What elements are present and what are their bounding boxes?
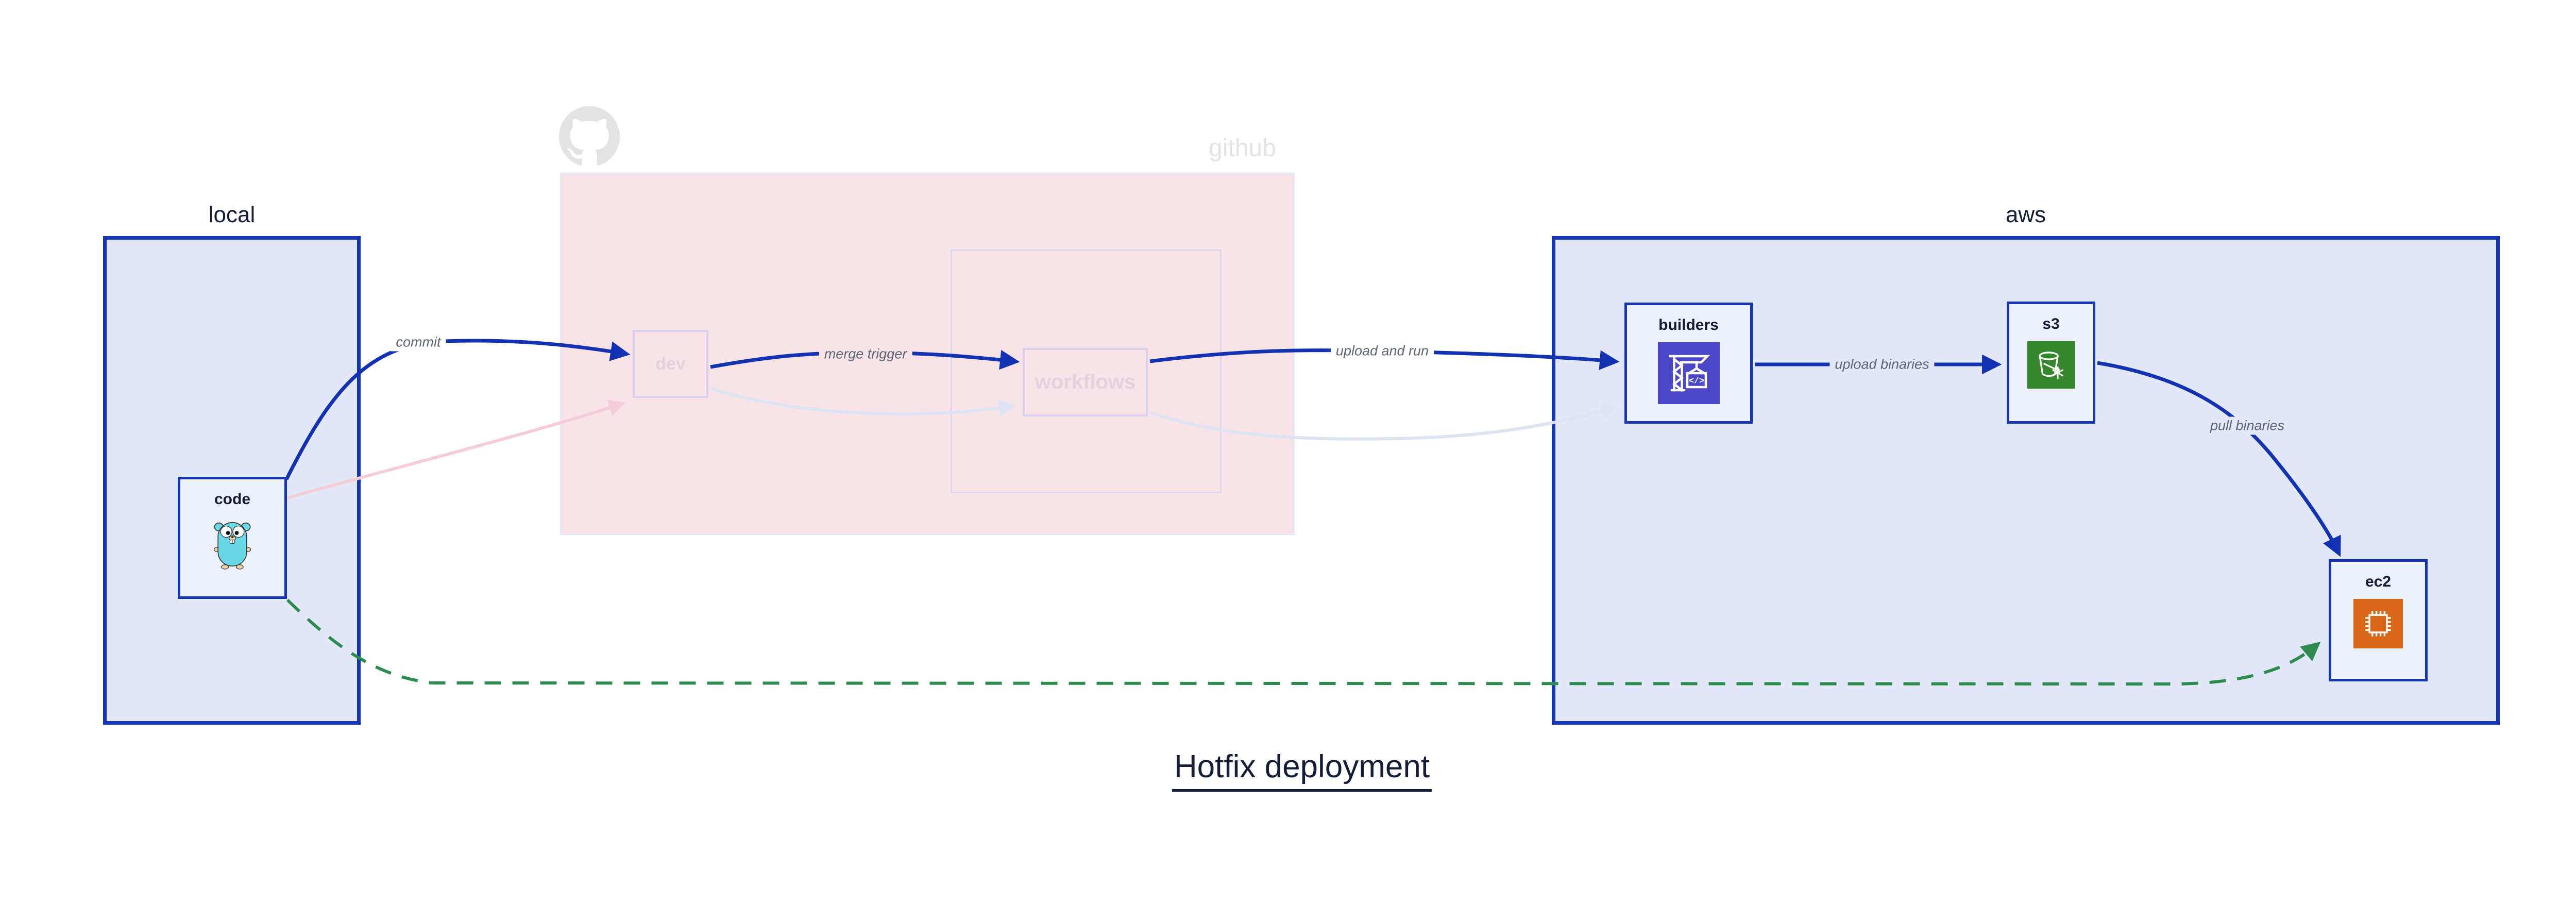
node-dev: dev	[633, 330, 708, 398]
node-code: code	[178, 477, 287, 599]
codebuild-crane-icon: </>	[1657, 342, 1720, 404]
local-group-label: local	[208, 202, 256, 227]
ec2-node-label: ec2	[2365, 573, 2392, 590]
builders-node-label: builders	[1658, 316, 1719, 333]
go-gopher-icon	[213, 516, 252, 572]
commit-edge-label: commit	[391, 333, 446, 352]
aws-group-label: aws	[2005, 202, 2046, 227]
node-workflows: workflows	[1023, 348, 1148, 416]
ec2-chip-icon	[2353, 599, 2403, 648]
svg-text:</>: </>	[1689, 376, 1704, 386]
upload-binaries-edge-label: upload binaries	[1829, 355, 1935, 374]
octocat-icon	[559, 106, 620, 170]
dev-node-label: dev	[655, 354, 686, 374]
github-group-label: github	[1209, 135, 1276, 162]
merge-trigger-edge-label: merge trigger	[819, 345, 912, 363]
node-ec2: ec2	[2329, 559, 2428, 681]
s3-node-label: s3	[2042, 315, 2060, 332]
code-node-label: code	[214, 491, 251, 508]
master-branch-box	[951, 249, 1222, 493]
diagram-title: Hotfix deployment	[1172, 748, 1432, 792]
s3-bucket-snowflake-icon	[2027, 341, 2075, 389]
node-builders: builders </>	[1624, 303, 1753, 424]
workflows-node-label: workflows	[1035, 371, 1136, 393]
pull-binaries-edge-label: pull binaries	[2205, 416, 2290, 435]
node-s3: s3	[2007, 302, 2095, 424]
upload-and-run-edge-label: upload and run	[1330, 342, 1434, 360]
